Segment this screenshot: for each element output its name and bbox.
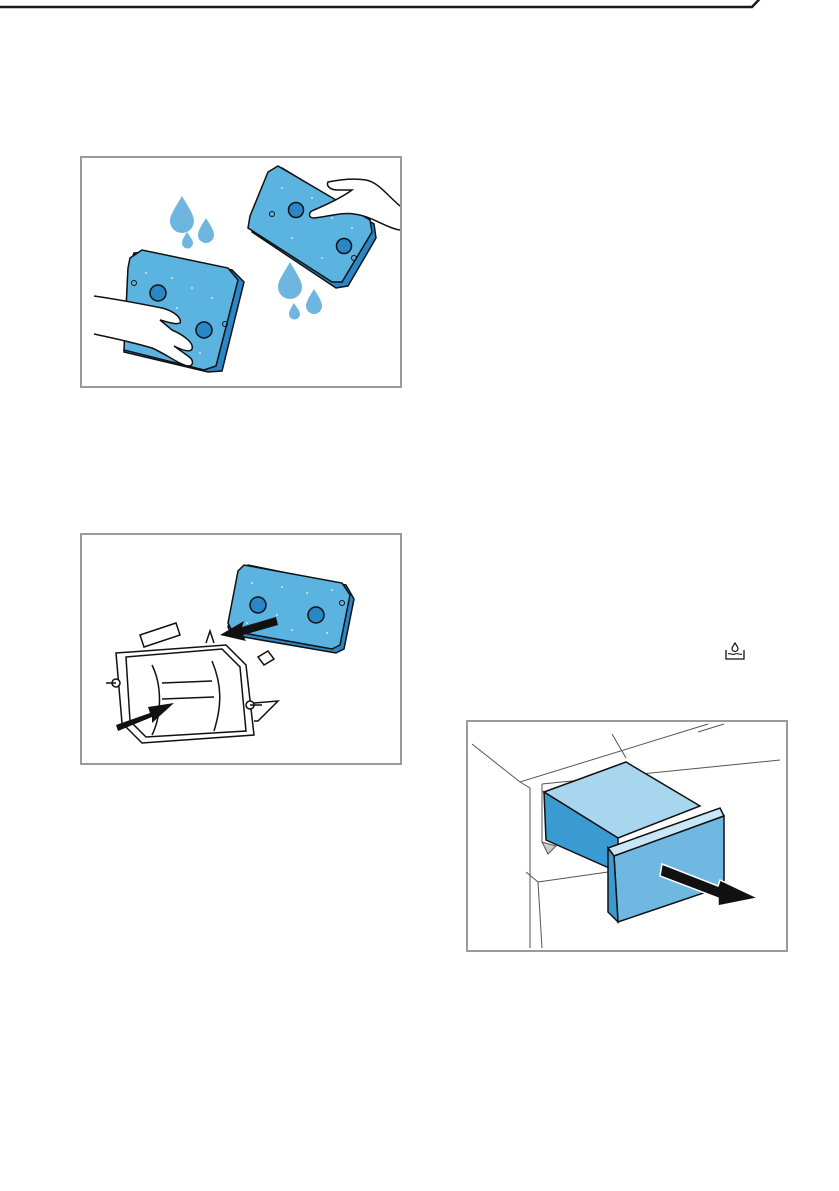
water-tray-drawer-illustration	[468, 722, 786, 950]
figure-pull-out-drawer	[466, 720, 788, 952]
water-tray-icon	[724, 641, 746, 661]
filter-insert-illustration	[82, 535, 400, 763]
filter-rinse-illustration	[82, 158, 400, 386]
filter-pad-icon	[228, 565, 354, 653]
figure-rinse-filters	[80, 156, 402, 388]
water-tray-drawer-icon	[544, 762, 724, 922]
figure-insert-filter	[80, 533, 402, 765]
